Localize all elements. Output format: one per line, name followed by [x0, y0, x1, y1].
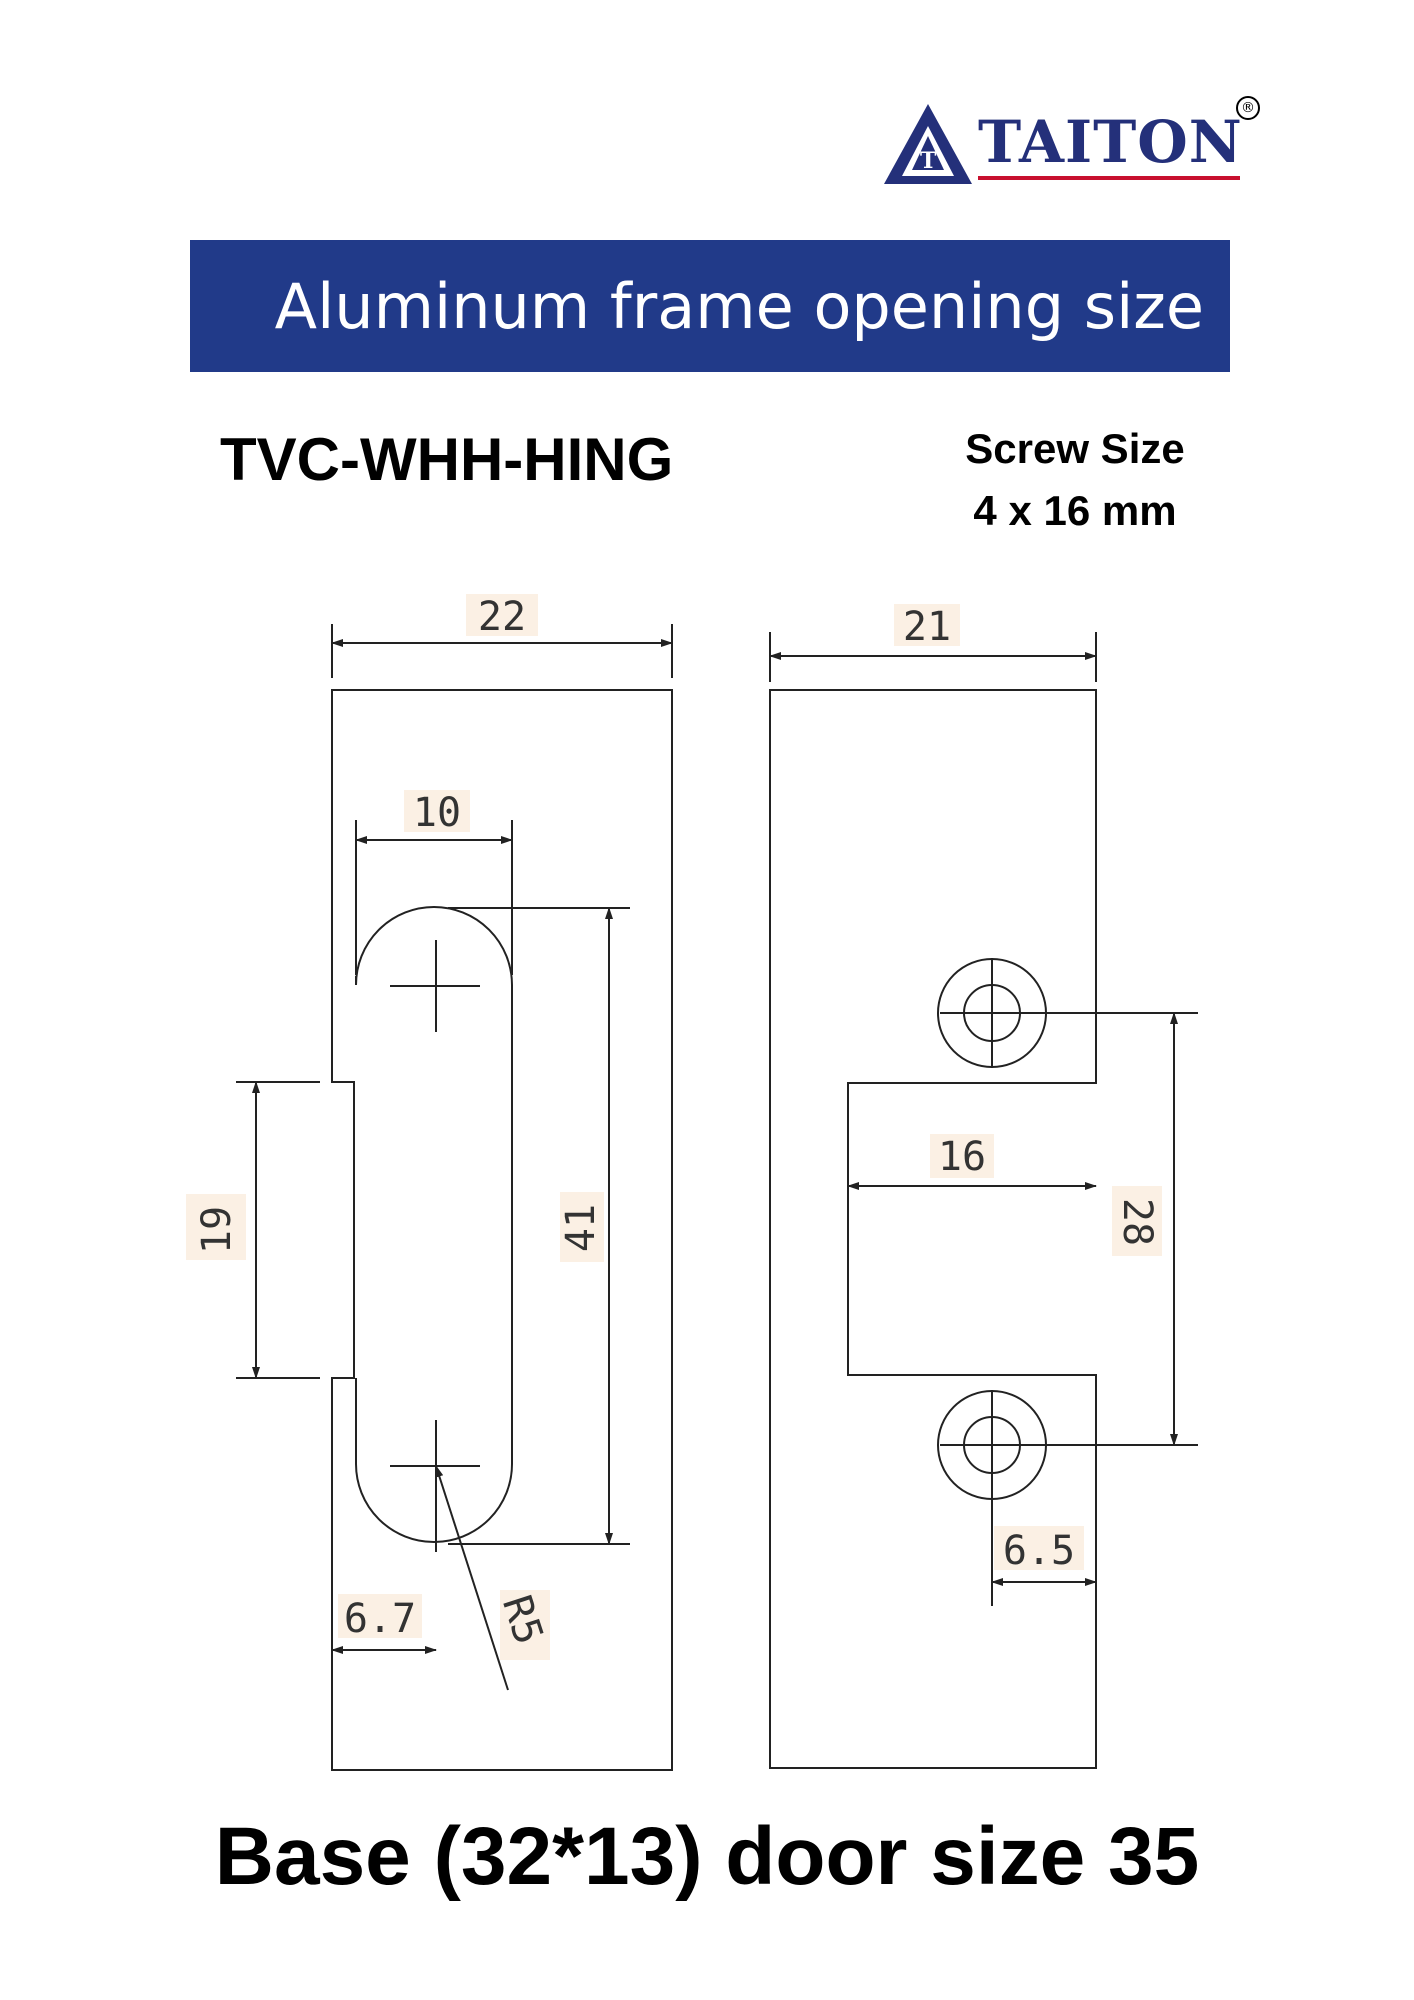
svg-text:T: T: [920, 148, 937, 174]
model-number: TVC-WHH-HING: [220, 426, 674, 493]
left-part-slot: [355, 906, 513, 1543]
logo-triangle-icon: T: [884, 104, 972, 184]
banner-title: Aluminum frame opening size: [274, 270, 1204, 343]
dim-slot-width: 10: [413, 790, 461, 836]
brand-name: TAITON: [978, 108, 1243, 176]
left-part-outline: [331, 689, 673, 1771]
right-part-outline: [769, 689, 1097, 1769]
dim-notch-height: 19: [194, 1206, 240, 1254]
dim-cutout-depth: 16: [938, 1134, 986, 1180]
dim-hole-spacing: 28: [1114, 1198, 1160, 1246]
dim-width-right: 21: [903, 604, 951, 650]
footer-caption: Base (32*13) door size 35: [214, 1811, 1200, 1902]
registered-mark: ®: [1236, 96, 1260, 120]
taiton-logo: T TAITON ®: [880, 96, 1260, 190]
dim-hole-offset: 6.5: [1003, 1528, 1075, 1574]
screw-size-block: Screw Size 4 x 16 mm: [935, 418, 1215, 542]
dim-slot-length: 41: [558, 1204, 604, 1252]
screw-size-value: 4 x 16 mm: [973, 487, 1177, 534]
brand-underline: [978, 176, 1240, 180]
title-banner: Aluminum frame opening size: [190, 240, 1230, 372]
dim-width-left: 22: [478, 594, 526, 640]
dim-offset-left: 6.7: [344, 1596, 416, 1642]
screw-size-label: Screw Size: [965, 425, 1185, 472]
